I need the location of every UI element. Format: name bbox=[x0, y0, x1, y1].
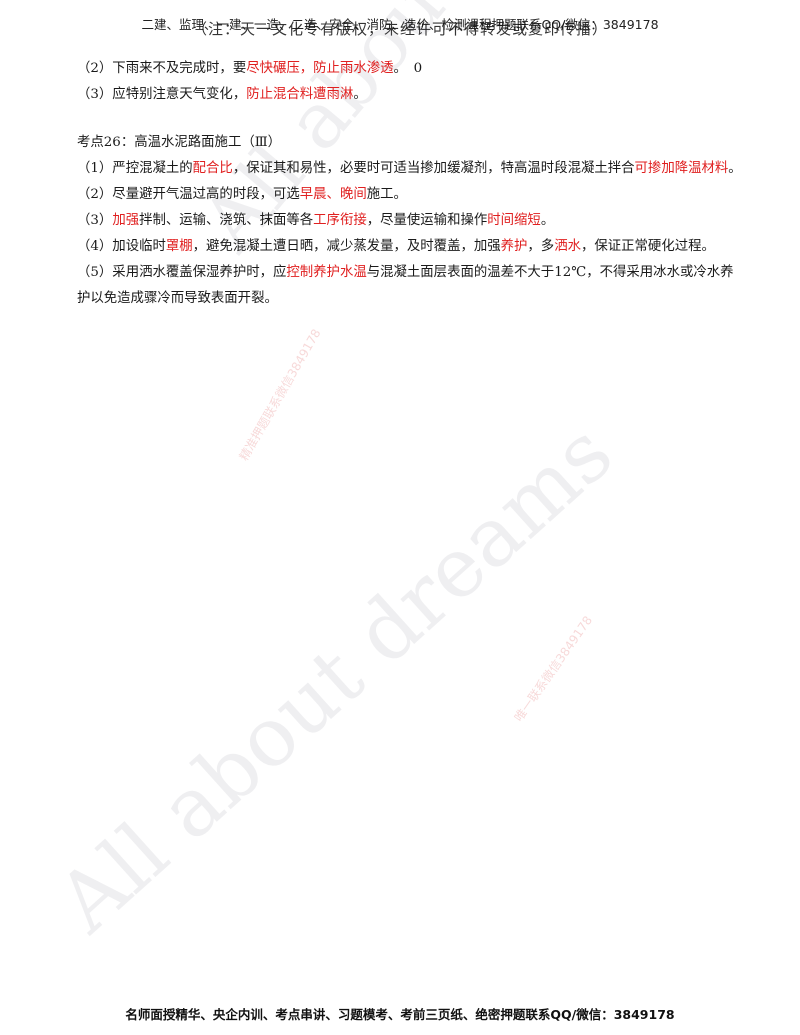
highlight-text: 时间缩短 bbox=[487, 213, 541, 228]
list-item: （4）加设临时罩棚，避免混凝土遭日晒，减少蒸发量，及时覆盖，加强养护，多洒水，保… bbox=[77, 234, 742, 260]
watermark-contact: 唯一联系微信3849178 bbox=[511, 613, 596, 725]
text-run: 与混凝土面层表面的温差不大于12℃，不得采用冰水或冷水养护以免造成骤冷而导致表面… bbox=[77, 265, 734, 306]
highlight-text: 养护 bbox=[500, 239, 528, 254]
document-body: （2）下雨来不及完成时，要尽快碾压，防止雨水渗透。 0 （3）应特别注意天气变化… bbox=[77, 56, 742, 312]
copyright-notice: （注：天一文化专有版权，未经许可不得转发或复印传播） bbox=[191, 20, 608, 38]
text-run: 。 0 bbox=[393, 61, 423, 76]
page-footer: 名师面授精华、央企内训、考点串讲、习题模考、考前三页纸、绝密押题联系QQ/微信：… bbox=[125, 1007, 675, 1022]
text-run: 施工。 bbox=[366, 187, 407, 202]
highlight-text: 防止混合料遭雨淋 bbox=[246, 87, 354, 102]
list-item: （1）严控混凝土的配合比，保证其和易性，必要时可适当掺加缓凝剂，特高温时段混凝土… bbox=[77, 156, 742, 182]
text-run: ，避免混凝土遭日晒，减少蒸发量，及时覆盖，加强 bbox=[192, 239, 501, 254]
highlight-text: 尽快碾压，防止雨水渗透 bbox=[246, 61, 394, 76]
list-item: （2）尽量避开气温过高的时段，可选早晨、晚间施工。 bbox=[77, 182, 742, 208]
highlight-text: 可掺加降温材料 bbox=[634, 161, 729, 176]
text-run: 。 bbox=[728, 161, 742, 176]
text-run: （5）采用洒水覆盖保湿养护时，应 bbox=[77, 265, 287, 280]
text-run: ，保证其和易性，必要时可适当掺加缓凝剂，特高温时段混凝土拌合 bbox=[232, 161, 635, 176]
highlight-text: 加强 bbox=[112, 213, 140, 228]
text-run: （2）尽量避开气温过高的时段，可选 bbox=[77, 187, 300, 202]
section-items: （1）严控混凝土的配合比，保证其和易性，必要时可适当掺加缓凝剂，特高温时段混凝土… bbox=[77, 156, 742, 312]
text-run: ，保证正常硬化过程。 bbox=[580, 239, 715, 254]
highlight-text: 工序衔接 bbox=[313, 213, 367, 228]
highlight-text: 罩棚 bbox=[165, 239, 193, 254]
text-run: 。 bbox=[540, 213, 555, 228]
text-run: 。 bbox=[353, 87, 367, 102]
text-run: （1）严控混凝土的 bbox=[77, 161, 193, 176]
list-item: （2）下雨来不及完成时，要尽快碾压，防止雨水渗透。 0 bbox=[77, 56, 742, 82]
text-run: （3） bbox=[77, 213, 113, 228]
text-run: ，多 bbox=[527, 239, 555, 254]
text-run: （3）应特别注意天气变化， bbox=[77, 87, 247, 102]
list-item: （3）加强拌制、运输、浇筑、抹面等各工序衔接，尽量使运输和操作时间缩短。 bbox=[77, 208, 742, 234]
text-run: 拌制、运输、浇筑、抹面等各 bbox=[139, 213, 314, 228]
text-run: （4）加设临时 bbox=[77, 239, 166, 254]
watermark-contact: 精准押题联系微信3849178 bbox=[236, 326, 324, 463]
highlight-text: 早晨、晚间 bbox=[299, 187, 367, 202]
page-header: 二建、监理、一建、一造、二造、安全、消防、造价、检测课程押题联系QQ/微信：38… bbox=[0, 14, 800, 38]
header-text: 二建、监理、一建、一造、二造、安全、消防、造价、检测课程押题联系QQ/微信：38… bbox=[141, 17, 659, 32]
section-title: 考点26：高温水泥路面施工（Ⅲ） bbox=[77, 135, 282, 150]
highlight-text: 配合比 bbox=[192, 161, 233, 176]
list-item: （5）采用洒水覆盖保湿养护时，应控制养护水温与混凝土面层表面的温差不大于12℃，… bbox=[77, 260, 742, 312]
text-run: （2）下雨来不及完成时，要 bbox=[77, 61, 247, 76]
highlight-text: 控制养护水温 bbox=[286, 265, 367, 280]
list-item: （3）应特别注意天气变化，防止混合料遭雨淋。 bbox=[77, 82, 742, 108]
text-run: ，尽量使运输和操作 bbox=[366, 213, 488, 228]
highlight-text: 洒水 bbox=[554, 239, 581, 254]
